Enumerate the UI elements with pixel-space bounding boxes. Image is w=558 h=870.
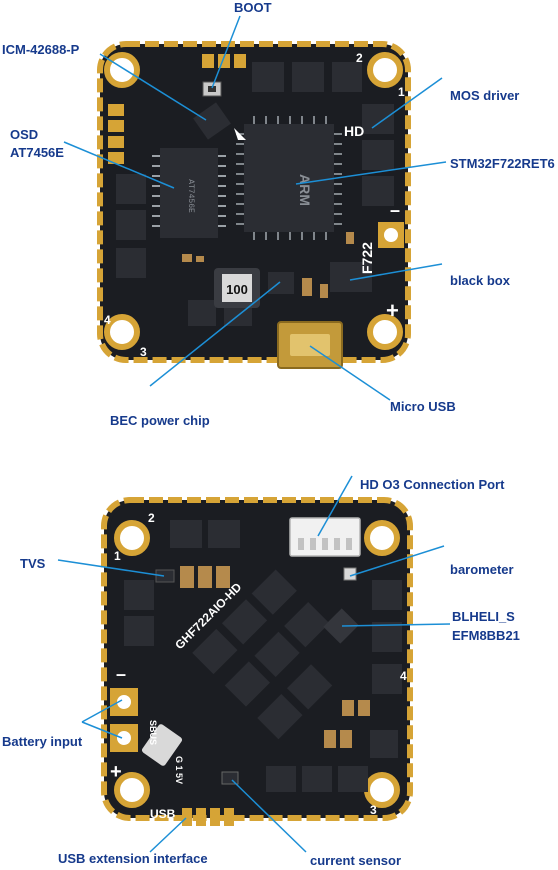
hd-o3-connector — [289, 517, 361, 557]
label-tvs: TVS — [20, 556, 46, 571]
label-stm32: STM32F722RET6 — [450, 156, 555, 171]
label-bec: BEC power chip — [110, 413, 210, 428]
stm32-chip — [244, 124, 334, 232]
label-mos-driver: MOS driver — [450, 88, 520, 103]
icm-chip — [193, 102, 231, 140]
label-usb-ext: USB extension interface — [58, 851, 208, 866]
silk-grid: G 1 5V — [174, 756, 184, 784]
silk-hd: HD — [344, 123, 364, 139]
silk-pad-2-bottom: 2 — [148, 511, 155, 525]
label-black-box: black box — [450, 273, 510, 288]
bec-chip — [268, 272, 294, 294]
label-icm: ICM-42688-P — [2, 42, 80, 57]
osd-chip-marking: AT7456E — [186, 179, 195, 213]
silk-usb: USB — [150, 807, 176, 821]
silk-minus-top: – — [390, 200, 400, 220]
label-blheli-line1: BLHELI_S — [452, 609, 515, 624]
osd-chip — [160, 148, 218, 238]
silk-pad-1-bottom: 1 — [114, 549, 121, 563]
top-board: AT7456E ARM — [97, 41, 411, 369]
shunt-resistor — [141, 724, 183, 766]
silk-pad-3-bottom: 3 — [370, 803, 377, 817]
bottom-leader-lines — [57, 475, 451, 853]
usb-extension-pads — [182, 808, 234, 826]
silk-pad-4-top: 4 — [104, 313, 111, 327]
bottom-mount-holes — [114, 520, 400, 808]
silk-sbus: SBUS — [148, 720, 158, 745]
label-osd-line1: OSD — [10, 127, 39, 142]
label-osd-line2: AT7456E — [10, 145, 64, 160]
bottom-mosfets — [124, 520, 402, 792]
bottom-board: GHF722AIO-HD USB SBUS G 1 5V 1 2 3 4 + – — [101, 497, 413, 826]
blheli-mcu-chip — [323, 608, 359, 644]
mcu-chip-marking: ARM — [297, 174, 313, 206]
label-barometer: barometer — [450, 562, 514, 577]
top-leader-lines — [63, 15, 447, 401]
silk-pad-1-top: 1 — [398, 85, 405, 99]
label-battery: Battery input — [2, 734, 83, 749]
silk-pad-4-bottom: 4 — [400, 669, 407, 683]
battery-pads — [110, 688, 138, 752]
silk-plus-top: + — [386, 298, 399, 323]
inductor-marking: 100 — [226, 282, 248, 297]
label-blheli-line2: EFM8BB21 — [452, 628, 520, 643]
silk-minus-bottom: – — [116, 664, 126, 684]
silk-pad-3-top: 3 — [140, 345, 147, 359]
label-boot: BOOT — [234, 0, 272, 15]
label-current: current sensor — [310, 853, 402, 868]
top-power-pads — [378, 222, 404, 248]
tvs-diode — [155, 569, 175, 583]
label-micro-usb: Micro USB — [390, 399, 456, 414]
orientation-arrow-icon — [234, 128, 246, 140]
silk-pad-2-top: 2 — [356, 51, 363, 65]
silk-f722: F722 — [359, 242, 375, 274]
silk-plus-bottom: + — [110, 761, 122, 783]
label-hd-o3: HD O3 Connection Port — [360, 477, 505, 492]
current-sensor-chip — [221, 771, 239, 785]
